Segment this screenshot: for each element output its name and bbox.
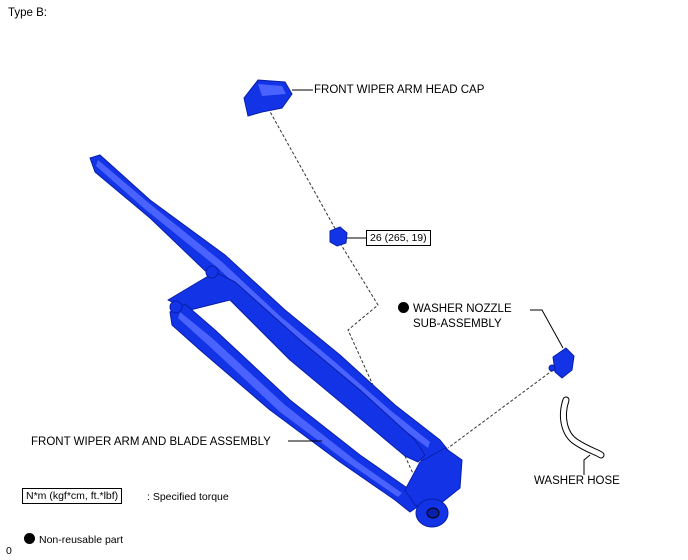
pivot-hole (426, 507, 440, 519)
head-cap-label: FRONT WIPER ARM HEAD CAP (314, 84, 485, 96)
type-label: Type B: (8, 7, 47, 19)
blade-joint (169, 300, 183, 314)
legend-nonreusable-text: Non-reusable part (39, 534, 124, 546)
link-joint (205, 265, 219, 279)
non-reusable-dot-icon (398, 302, 409, 313)
wiper-arm-assembly (89, 154, 463, 528)
hose-pointer (583, 454, 591, 475)
head-cap (243, 79, 293, 117)
label-pointers (288, 89, 591, 475)
blade-arm (169, 303, 421, 513)
blade-arm-highlight (178, 312, 402, 497)
washer-hose-label: WASHER HOSE (534, 475, 620, 487)
washer-hose-inner (560, 397, 604, 458)
arm-blade-label: FRONT WIPER ARM AND BLADE ASSEMBLY (31, 436, 271, 448)
washer-nozzle-label-line2: SUB-ASSEMBLY (413, 318, 502, 330)
legend-torque-box: N*m (kgf*cm, ft.*lbf) (22, 488, 123, 504)
legend-torque-desc: : Specified torque (147, 491, 229, 503)
torque-box: 26 (265, 19) (366, 230, 431, 246)
washer-nozzle-label: WASHER NOZZLE (398, 302, 512, 316)
legend-nonreusable: Non-reusable part (24, 533, 123, 547)
head-cap-highlight (258, 84, 286, 96)
arm-pivot-head (404, 447, 463, 511)
main-arm-highlight (96, 160, 430, 448)
nut-body (329, 226, 348, 247)
legend-dot-icon (24, 533, 35, 544)
nozzle-leader (447, 369, 554, 449)
washer-nozzle (548, 347, 575, 379)
nut (329, 226, 348, 247)
washer-nozzle-body (552, 347, 575, 379)
washer-nozzle-label-line1: WASHER NOZZLE (413, 303, 512, 315)
nozzle-pointer (530, 309, 564, 349)
figure-id: 0 (6, 545, 12, 557)
head-cap-leader (267, 107, 338, 233)
link-arm (167, 271, 426, 463)
washer-nozzle-port (548, 364, 556, 372)
